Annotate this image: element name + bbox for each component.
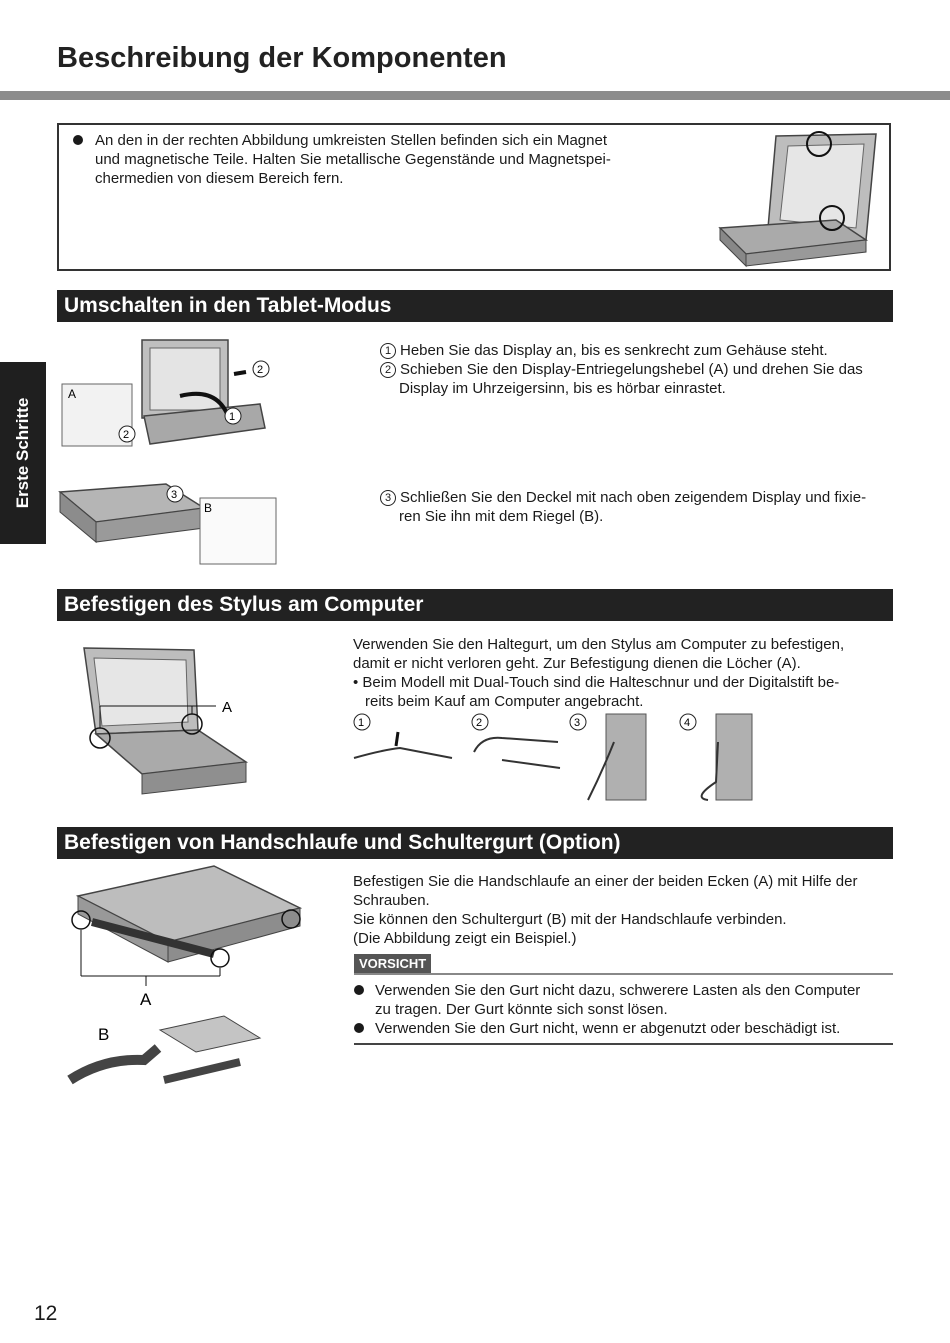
caution-end-rule <box>354 1043 893 1045</box>
caution-line: zu tragen. Der Gurt könnte sich sonst lö… <box>375 1001 668 1018</box>
stylus-steps-illustration: 1 2 3 4 <box>353 713 753 801</box>
side-tab-label: Erste Schritte <box>13 397 32 509</box>
figure-label-a: A <box>222 699 232 716</box>
title-rule <box>0 91 950 100</box>
strap-illustration: A B <box>67 865 303 1085</box>
figure-label-b: B <box>98 1025 109 1044</box>
stylus-bullet-line: • Beim Modell mit Dual-Touch sind die Ha… <box>353 674 840 691</box>
step-text: Display im Uhrzeigersinn, bis es hörbar … <box>399 380 726 397</box>
stylus-step-3: 3 <box>574 717 580 729</box>
stylus-step-2: 2 <box>476 717 482 729</box>
stylus-step-1: 1 <box>358 717 364 729</box>
section-heading-strap: Befestigen von Handschlaufe und Schulter… <box>57 827 893 859</box>
stylus-text: Verwenden Sie den Haltegurt, um den Styl… <box>353 635 844 711</box>
step-number: 2 <box>380 362 396 378</box>
caution-label: VORSICHT <box>354 954 432 973</box>
figure-label-a: A <box>68 387 76 401</box>
figure-label-a: A <box>140 990 152 1009</box>
figure-step-3: 3 <box>171 489 177 501</box>
step-text: Heben Sie das Display an, bis es senkrec… <box>400 342 828 359</box>
section-heading-tablet: Umschalten in den Tablet-Modus <box>57 290 893 322</box>
strap-line: Schrauben. <box>353 892 430 909</box>
laptop-magnet-illustration <box>718 131 877 268</box>
page-number: 12 <box>34 1302 58 1325</box>
strap-line: Befestigen Sie die Handschlaufe an einer… <box>353 873 858 890</box>
figure-step-2: 2 <box>123 429 129 441</box>
step-text: Schieben Sie den Display-Entriegelungshe… <box>400 361 863 378</box>
notice-text: An den in der rechten Abbildung umkreist… <box>95 131 611 188</box>
strap-line: Sie können den Schultergurt (B) mit der … <box>353 911 787 928</box>
notice-line: und magnetische Teile. Halten Sie metall… <box>95 151 611 168</box>
bullet-icon <box>354 1023 364 1033</box>
step-number: 1 <box>380 343 396 359</box>
bullet-icon <box>73 135 83 145</box>
stylus-line: damit er nicht verloren geht. Zur Befest… <box>353 655 801 672</box>
page-title: Beschreibung der Komponenten <box>57 42 507 74</box>
caution-rule <box>354 973 893 975</box>
stylus-bullet-line: reits beim Kauf am Computer angebracht. <box>365 693 644 710</box>
caution-line: Verwenden Sie den Gurt nicht, wenn er ab… <box>375 1020 841 1037</box>
notice-line: chermedien von diesem Bereich fern. <box>95 170 344 187</box>
stylus-laptop-illustration: A <box>83 647 249 795</box>
step-text: Schließen Sie den Deckel mit nach oben z… <box>400 489 867 506</box>
caution-line: Verwenden Sie den Gurt nicht dazu, schwe… <box>375 982 861 999</box>
stylus-line: Verwenden Sie den Haltegurt, um den Styl… <box>353 636 845 653</box>
stylus-step-4: 4 <box>684 717 690 729</box>
side-tab: Erste Schritte <box>0 362 46 544</box>
figure-label-b: B <box>204 501 212 515</box>
magnet-notice-box <box>57 123 891 271</box>
section-heading-stylus: Befestigen des Stylus am Computer <box>57 589 893 621</box>
tablet-step-illustration-1: A 2 1 2 <box>61 339 270 447</box>
tablet-step-illustration-3: B 3 <box>58 483 277 565</box>
bullet-icon <box>354 985 364 995</box>
step-text: ren Sie ihn mit dem Riegel (B). <box>399 508 604 525</box>
step-number: 3 <box>380 490 396 506</box>
strap-text: Befestigen Sie die Handschlaufe an einer… <box>353 872 857 948</box>
caution-item-2: Verwenden Sie den Gurt nicht, wenn er ab… <box>375 1019 840 1038</box>
notice-line: An den in der rechten Abbildung umkreist… <box>95 132 607 149</box>
figure-step-2: 2 <box>257 364 263 376</box>
caution-item-1: Verwenden Sie den Gurt nicht dazu, schwe… <box>375 981 860 1019</box>
figure-step-1: 1 <box>229 411 235 423</box>
strap-line: (Die Abbildung zeigt ein Beispiel.) <box>353 930 577 947</box>
